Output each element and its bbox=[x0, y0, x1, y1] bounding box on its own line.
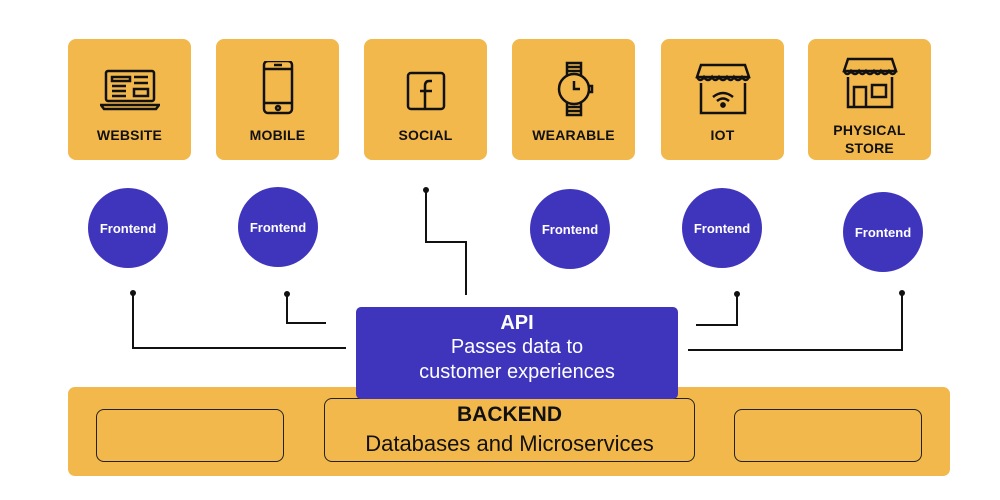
channel-label: WEARABLE bbox=[532, 127, 615, 143]
channel-wearable: WEARABLE bbox=[512, 39, 635, 160]
iot-store-icon bbox=[694, 63, 751, 115]
backend-slot-right bbox=[734, 409, 922, 462]
backend-title: BACKEND bbox=[457, 403, 562, 426]
backend-label: BACKEND Databases and Microservices bbox=[325, 399, 694, 457]
channel-iot: IOT bbox=[661, 39, 784, 160]
connector-iot bbox=[696, 294, 738, 326]
api-title: API bbox=[500, 312, 534, 334]
channel-website: WEBSITE bbox=[68, 39, 191, 160]
connector-dot bbox=[734, 291, 740, 297]
connector-dot bbox=[423, 187, 429, 193]
channel-label: MOBILE bbox=[249, 127, 306, 143]
facebook-icon bbox=[406, 71, 445, 111]
connector-dot bbox=[899, 290, 905, 296]
frontend-circle-physical-store: Frontend bbox=[843, 192, 923, 272]
connector-website bbox=[132, 293, 346, 349]
mobile-icon bbox=[262, 61, 293, 115]
channel-physical-store: PHYSICAL STORE bbox=[808, 39, 931, 160]
channel-label: PHYSICAL STORE bbox=[808, 121, 931, 157]
channel-mobile: MOBILE bbox=[216, 39, 339, 160]
channel-social: SOCIAL bbox=[364, 39, 487, 160]
frontend-circle-iot: Frontend bbox=[682, 188, 762, 268]
channel-label-line1: PHYSICAL bbox=[833, 122, 906, 138]
connector-dot bbox=[130, 290, 136, 296]
watch-icon bbox=[557, 61, 593, 117]
connector-dot bbox=[284, 291, 290, 297]
frontend-circle-wearable: Frontend bbox=[530, 189, 610, 269]
api-description-line1: Passes data to bbox=[450, 336, 584, 358]
frontend-circle-mobile: Frontend bbox=[238, 187, 318, 267]
backend-slot-left bbox=[96, 409, 284, 462]
store-icon bbox=[841, 57, 898, 109]
connector-physical-store bbox=[688, 293, 903, 351]
backend-subtitle: Databases and Microservices bbox=[365, 431, 654, 456]
channel-label: WEBSITE bbox=[96, 127, 163, 143]
website-icon bbox=[99, 69, 160, 111]
frontend-circle-website: Frontend bbox=[88, 188, 168, 268]
channel-label: SOCIAL bbox=[398, 127, 453, 143]
channel-label-line2: STORE bbox=[845, 140, 894, 156]
api-description-line2: customer experiences bbox=[419, 361, 615, 383]
connector-mobile bbox=[286, 294, 326, 324]
channel-label: IOT bbox=[710, 127, 735, 143]
api-box: API Passes data to customer experiences bbox=[356, 307, 678, 399]
connector-social bbox=[425, 190, 467, 295]
